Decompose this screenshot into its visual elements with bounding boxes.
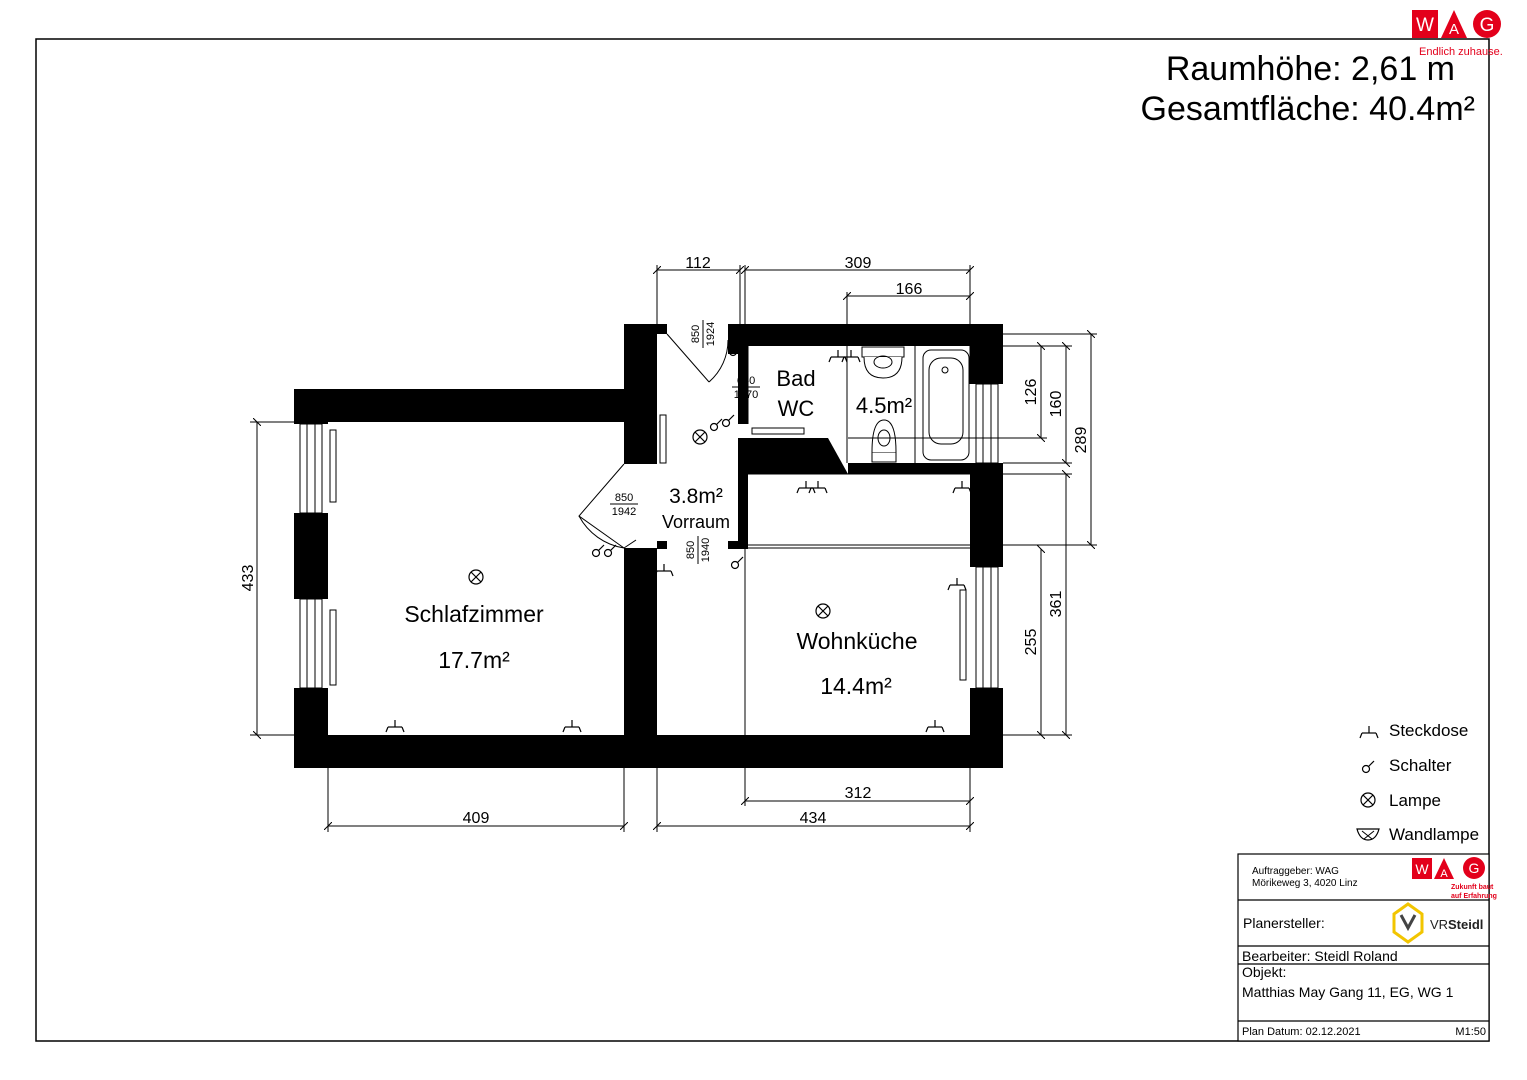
walls [294,324,1003,768]
room-vorraum-area: 3.8m² [669,485,723,508]
objekt-value: Matthias May Gang 11, EG, WG 1 [1242,984,1454,1000]
svg-text:650: 650 [737,375,755,387]
room-schlafzimmer-area: 17.7m² [438,647,510,673]
windows [299,383,999,689]
legend-schalter: Schalter [1389,756,1452,775]
room-wc-name: WC [778,396,815,421]
room-bad-name: Bad [776,366,815,391]
svg-text:850: 850 [615,492,633,504]
svg-text:850: 850 [685,541,697,559]
legend-wandlampe: Wandlampe [1389,825,1479,844]
room-schlafzimmer-name: Schlafzimmer [404,601,544,627]
dim-434: 434 [800,810,827,827]
plan-datum: Plan Datum: 02.12.2021 [1242,1026,1361,1038]
svg-text:Zukunft baut: Zukunft baut [1451,884,1494,891]
svg-text:W: W [1415,861,1429,877]
svg-text:G: G [1469,860,1480,876]
legend-steckdose: Steckdose [1389,721,1468,740]
door-label-wohnkueche: 850 1940 [685,536,712,564]
room-bad-area: 4.5m² [856,393,912,418]
dimension-lines [250,265,1097,832]
wag-tagline: Endlich zuhause. [1419,46,1503,58]
svg-text:1942: 1942 [612,506,636,518]
svg-text:A: A [1440,868,1448,880]
bearbeiter: Bearbeiter: Steidl Roland [1242,948,1398,964]
dim-309: 309 [845,255,872,272]
door-swings [578,333,971,735]
sanitary-fixtures [861,346,970,463]
planersteller-label: Planersteller: [1243,915,1325,931]
door-label-entrance: 850 1924 [690,320,717,348]
svg-text:W: W [1416,15,1434,36]
dim-112: 112 [685,255,711,272]
svg-text:auf Erfahrung: auf Erfahrung [1451,893,1497,900]
auftraggeber-address: Mörikeweg 3, 4020 Linz [1252,878,1358,889]
dim-289: 289 [1073,427,1090,454]
svg-text:1940: 1940 [700,538,712,562]
gesamtflaeche-text: Gesamtfläche: 40.4m² [1141,90,1475,128]
svg-text:VR: VR [1430,917,1448,932]
title-block: Auftraggeber: WAG Mörikeweg 3, 4020 Linz… [1237,853,1497,1042]
svg-text:850: 850 [690,325,702,343]
auftraggeber: Auftraggeber: WAG [1252,866,1339,877]
svg-text:1970: 1970 [734,389,758,401]
svg-text:G: G [1480,15,1495,36]
raumhoehe-text: Raumhöhe: 2,61 m [1166,50,1455,88]
wag-logo: W A G Endlich zuhause. [1412,10,1503,58]
dim-126: 126 [1023,379,1040,406]
vr-steidl-logo: VR Steidl [1392,902,1483,944]
svg-text:A: A [1449,21,1459,38]
svg-text:Steidl: Steidl [1448,917,1483,932]
dim-166: 166 [896,281,923,298]
legend: Steckdose Schalter Lampe Wandlampe [1356,721,1479,844]
massstab: M1:50 [1455,1026,1486,1038]
objekt-label: Objekt: [1242,964,1286,980]
dim-409: 409 [463,810,490,827]
door-label-schlafzimmer: 850 1942 [610,492,638,518]
wandlampe-icon [1356,828,1380,841]
dim-433: 433 [240,565,257,592]
svg-text:1924: 1924 [705,322,717,346]
drawing-frame [35,38,1490,1042]
dim-160: 160 [1048,391,1065,418]
dim-361: 361 [1048,591,1065,618]
wag-logo-small: W A G Zukunft baut auf Erfahrung [1412,857,1497,900]
dim-312: 312 [845,785,872,802]
dim-255: 255 [1023,629,1040,656]
room-wohnkueche-name: Wohnküche [796,628,917,654]
door-label-bad: 650 1970 [732,375,760,401]
legend-lampe: Lampe [1389,791,1441,810]
room-vorraum-name: Vorraum [662,512,730,532]
room-wohnkueche-area: 14.4m² [820,673,892,699]
